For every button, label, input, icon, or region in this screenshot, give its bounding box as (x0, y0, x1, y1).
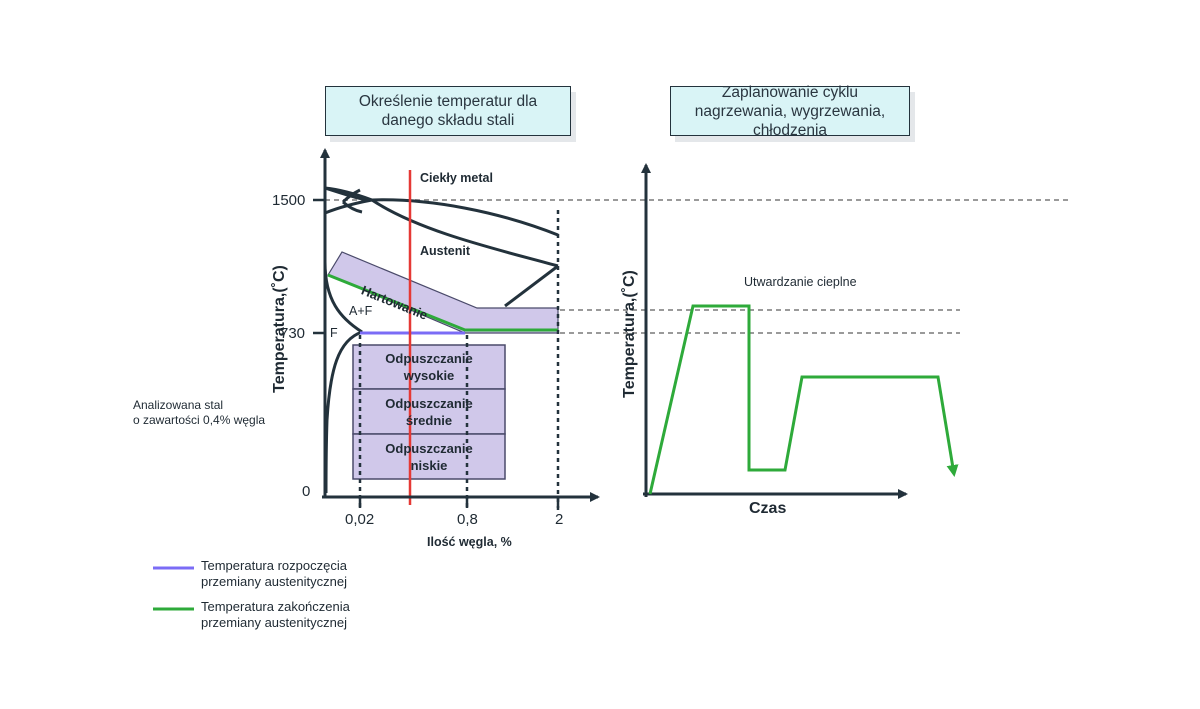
tempering-low-box (352, 433, 506, 480)
header-right: Zaplanowanie cyklu nagrzewania, wygrzewa… (670, 84, 910, 139)
tempering-high-label: Odpuszczanie wysokie (385, 351, 473, 383)
y-tick-730: 730 (280, 325, 306, 342)
analyzed-steel-note: Analizowana stal o zawartości 0,4% węgla (133, 398, 266, 427)
cycle-x-axis-label: Czas (749, 500, 787, 517)
tempering-high-box (352, 344, 506, 390)
region-ferrite: F (330, 326, 338, 340)
cycle-title: Utwardzanie cieplne (744, 275, 857, 289)
tempering-low-label: Odpuszczanie niskie (385, 441, 473, 473)
region-ferrite-austenite: A+F (349, 304, 373, 318)
tempering-medium-label: Odpuszczanie średnie (385, 396, 473, 428)
tempering-boxes (352, 344, 506, 480)
x-tick-08: 0,8 (457, 511, 478, 528)
region-austenite: Austenit (420, 244, 470, 258)
legend-end-label: Temperatura zakończenia przemiany austen… (201, 599, 350, 630)
tempering-medium-box (352, 388, 506, 435)
y-tick-0: 0 (302, 483, 311, 500)
y-tick-1500: 1500 (272, 192, 306, 209)
region-liquid: Ciekły metal (420, 171, 493, 185)
phase-x-axis-label: Ilość węgla, % (427, 535, 512, 549)
x-tick-002: 0,02 (345, 511, 375, 528)
cycle-y-axis-label: Temperatura,(˚C) (621, 270, 638, 398)
phase-y-axis-label: Temperatura,(˚C) (271, 265, 288, 393)
end-transformation-line (327, 273, 558, 332)
legend-start-label: Temperatura rozpoczęcia przemiany austen… (201, 558, 347, 589)
x-tick-2: 2 (555, 511, 564, 528)
header-left: Określenie temperatur dla danego składu … (325, 86, 571, 136)
header-left-text: Określenie temperatur dla danego składu … (358, 93, 538, 129)
header-right-text: Zaplanowanie cyklu nagrzewania, wygrzewa… (694, 83, 886, 139)
heat-treatment-cycle-curve (648, 304, 959, 495)
